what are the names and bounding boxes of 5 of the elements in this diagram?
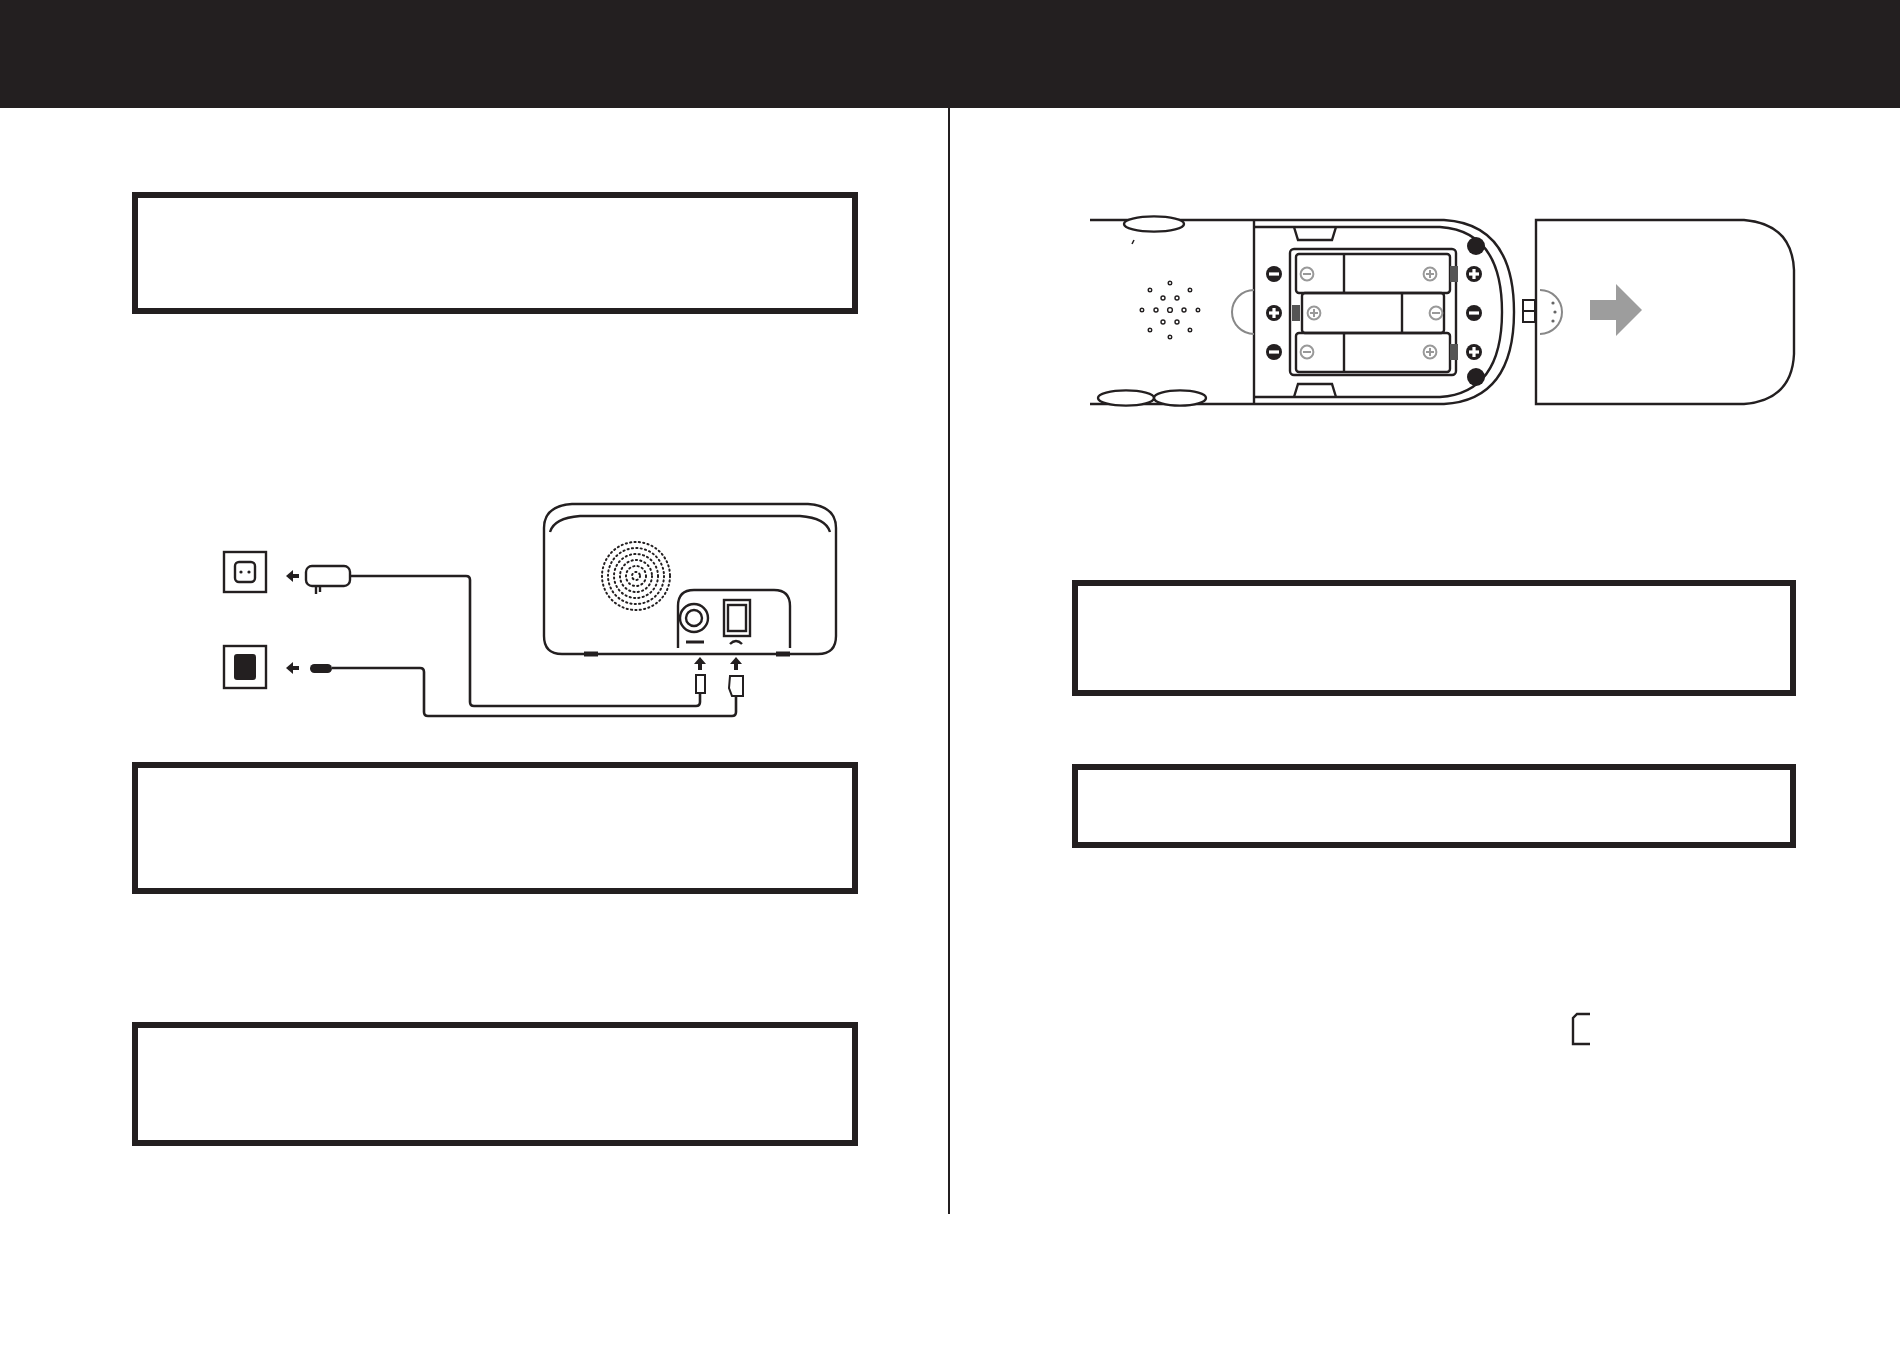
empty-frame [132, 1022, 858, 1146]
empty-frame [1072, 580, 1796, 696]
empty-frame [132, 762, 858, 894]
empty-frame [1072, 764, 1796, 848]
empty-frame [132, 192, 858, 314]
